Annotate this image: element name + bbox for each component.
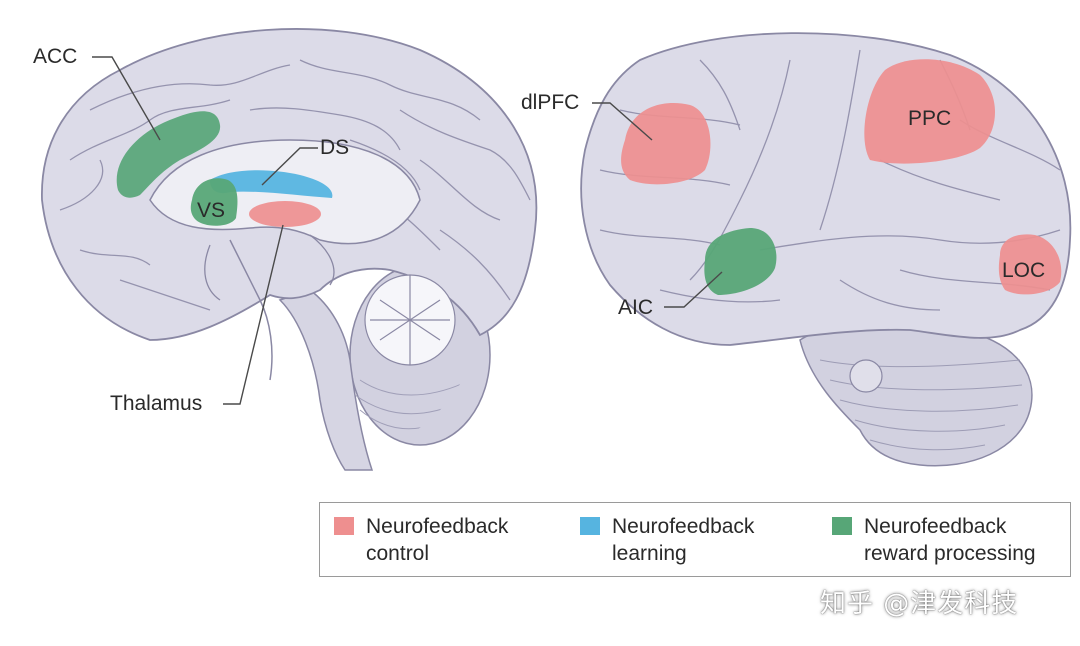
ppc-region — [864, 59, 995, 164]
dlpfc-region — [621, 103, 711, 185]
acc-label: ACC — [33, 45, 78, 68]
ds-region — [210, 170, 333, 198]
legend-swatch-reward — [832, 517, 852, 535]
legend-label: control — [366, 542, 430, 565]
legend: Neurofeedback control Neurofeedback lear… — [319, 502, 1071, 577]
ppc-label: PPC — [908, 107, 952, 130]
lateral-brain — [580, 32, 1072, 467]
pons-right — [849, 359, 883, 393]
cerebellum-folia-right — [819, 359, 1023, 451]
aic-region — [704, 228, 777, 295]
midbrain — [229, 239, 273, 381]
watermark: 知乎 @津发科技 — [820, 589, 1019, 619]
loc-region — [998, 234, 1062, 295]
leader-lines-left — [92, 56, 318, 405]
dlpfc-label: dlPFC — [521, 91, 580, 114]
legend-swatch-learning — [580, 517, 600, 535]
legend-label: reward processing — [864, 542, 1036, 565]
cerebellum-arbor — [364, 274, 456, 366]
leader-lines-right — [592, 102, 723, 308]
vs-label: VS — [197, 199, 226, 222]
thalamus-label: Thalamus — [110, 392, 203, 415]
legend-item-control: Neurofeedback control — [334, 513, 508, 567]
cerebellum-right — [799, 322, 1033, 467]
gyri-medial — [59, 59, 531, 311]
legend-swatch-control — [334, 517, 354, 535]
medial-brain — [41, 28, 538, 471]
legend-label: Neurofeedback — [366, 515, 509, 538]
brainstem-left — [278, 289, 374, 471]
aic-label: AIC — [618, 296, 654, 319]
legend-label: learning — [612, 542, 687, 565]
legend-label: Neurofeedback — [612, 515, 755, 538]
cerebrum-lateral — [580, 32, 1072, 346]
vs-region — [190, 178, 238, 226]
ds-label: DS — [320, 136, 350, 159]
legend-label: Neurofeedback — [864, 515, 1007, 538]
legend-item-learning: Neurofeedback learning — [580, 513, 754, 567]
acc-region — [116, 111, 221, 198]
legend-item-reward: Neurofeedback reward processing — [832, 513, 1036, 567]
thalamus-region — [249, 201, 321, 227]
loc-label: LOC — [1002, 259, 1046, 282]
